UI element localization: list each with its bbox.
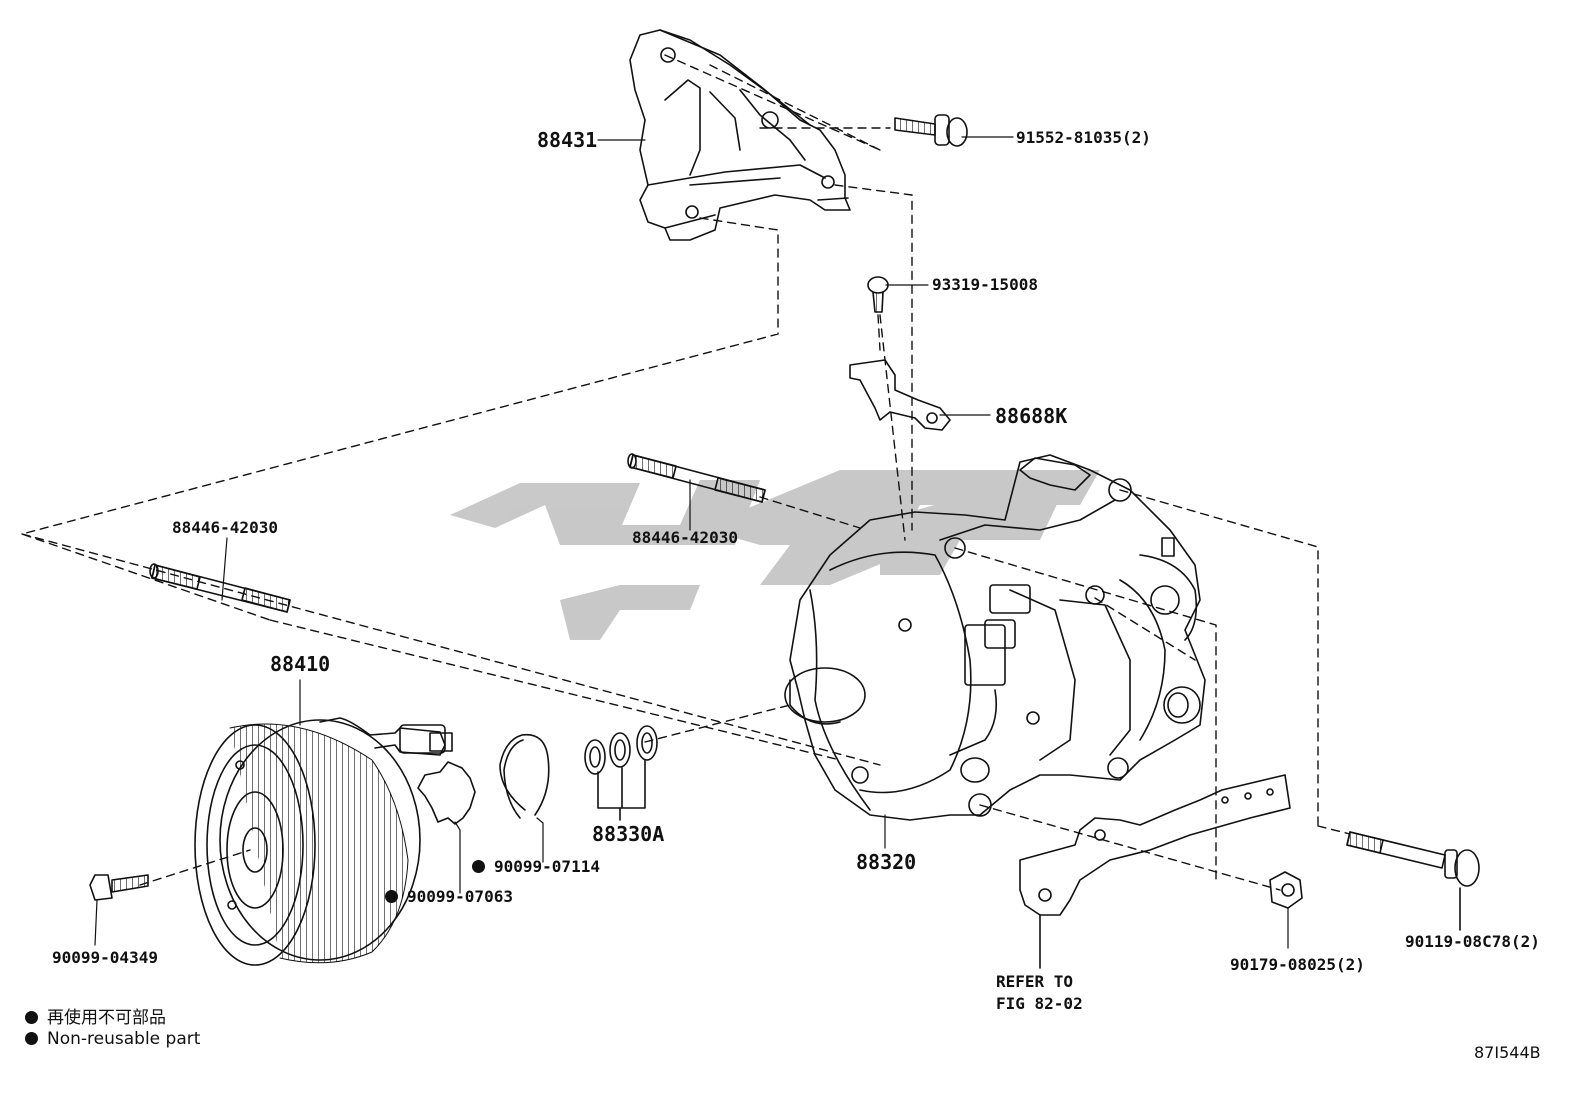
compressor-bracket[interactable] [629, 29, 851, 241]
label-snap-ring-text: 90099-07114 [494, 857, 600, 876]
bolt-top[interactable] [894, 114, 968, 147]
label-shim: 90099-07063 [385, 887, 513, 906]
label-compressor: 88320 [856, 850, 917, 874]
screw[interactable] [867, 276, 889, 313]
label-bracket: 88431 [537, 128, 598, 152]
label-stud-right: 88446-42030 [632, 528, 738, 547]
clutch-bolt[interactable] [89, 874, 149, 901]
label-clutch: 88410 [270, 652, 331, 676]
bolt-right[interactable] [1346, 831, 1480, 931]
legend-dot [25, 1032, 38, 1045]
label-clamp: 88688K [995, 404, 1068, 428]
ac-compressor[interactable] [784, 454, 1206, 821]
watermark-logo [450, 470, 1100, 640]
shim-ring[interactable] [417, 761, 476, 825]
label-bolt-right: 90119-08C78(2) [1405, 932, 1540, 951]
snap-ring[interactable] [499, 733, 550, 819]
label-bolt-top: 91552-81035(2) [1016, 128, 1151, 147]
label-screw: 93319-15008 [932, 275, 1038, 294]
label-stud-left: 88446-42030 [172, 518, 278, 537]
label-shim-set: 88330A [592, 822, 665, 846]
label-clutch-bolt: 90099-04349 [52, 948, 158, 967]
label-refer-line1: REFER TO [996, 972, 1074, 991]
label-nut: 90179-08025(2) [1230, 955, 1365, 974]
legend-en: Non-reusable part [25, 1029, 200, 1049]
magnetic-clutch[interactable] [194, 717, 453, 966]
assembly-lines [21, 54, 1351, 891]
legend-jp-text: 再使用不可部品 [47, 1008, 166, 1028]
wire-clamp[interactable] [849, 359, 951, 431]
label-refer-line2: FIG 82-02 [996, 994, 1083, 1013]
figure-code: 87I544B [1474, 1043, 1541, 1062]
legend-dot [25, 1011, 38, 1024]
label-snap-ring: 90099-07114 [472, 857, 600, 876]
stud-right[interactable] [627, 453, 766, 503]
shim-set[interactable] [584, 725, 658, 821]
compressor-bracket-plate[interactable] [1019, 774, 1291, 969]
non-reusable-dot [385, 890, 398, 903]
legend-jp: 再使用不可部品 [25, 1003, 166, 1028]
legend-en-text: Non-reusable part [47, 1029, 201, 1049]
leader-lines [94, 136, 1289, 949]
stud-left[interactable] [149, 563, 291, 613]
nut[interactable] [1269, 871, 1303, 909]
label-shim-text: 90099-07063 [407, 887, 513, 906]
non-reusable-dot [472, 860, 485, 873]
